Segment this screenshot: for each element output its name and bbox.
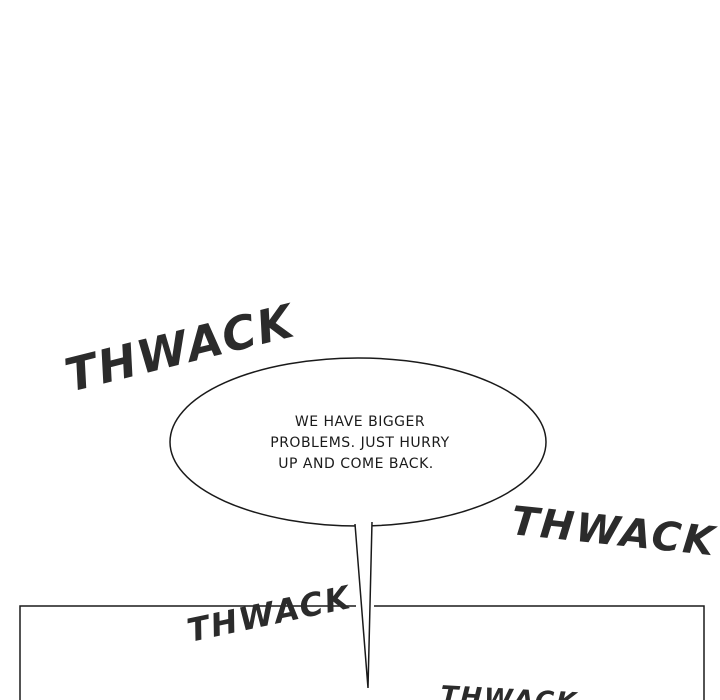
speech-line-3: UP AND COME BACK. (278, 456, 433, 472)
tail-join-cover (356, 518, 371, 526)
sfx-thwack-4: THWACK (440, 681, 579, 700)
speech-bubble: WE HAVE BIGGER PROBLEMS. JUST HURRY UP A… (169, 357, 547, 689)
speech-line-2: PROBLEMS. JUST HURRY (270, 435, 449, 451)
speech-line-1: WE HAVE BIGGER (295, 414, 425, 430)
sfx-thwack-3: THWACK (184, 578, 355, 650)
sfx-thwack-2: THWACK (509, 498, 719, 565)
speech-bubble-tail (354, 521, 373, 689)
